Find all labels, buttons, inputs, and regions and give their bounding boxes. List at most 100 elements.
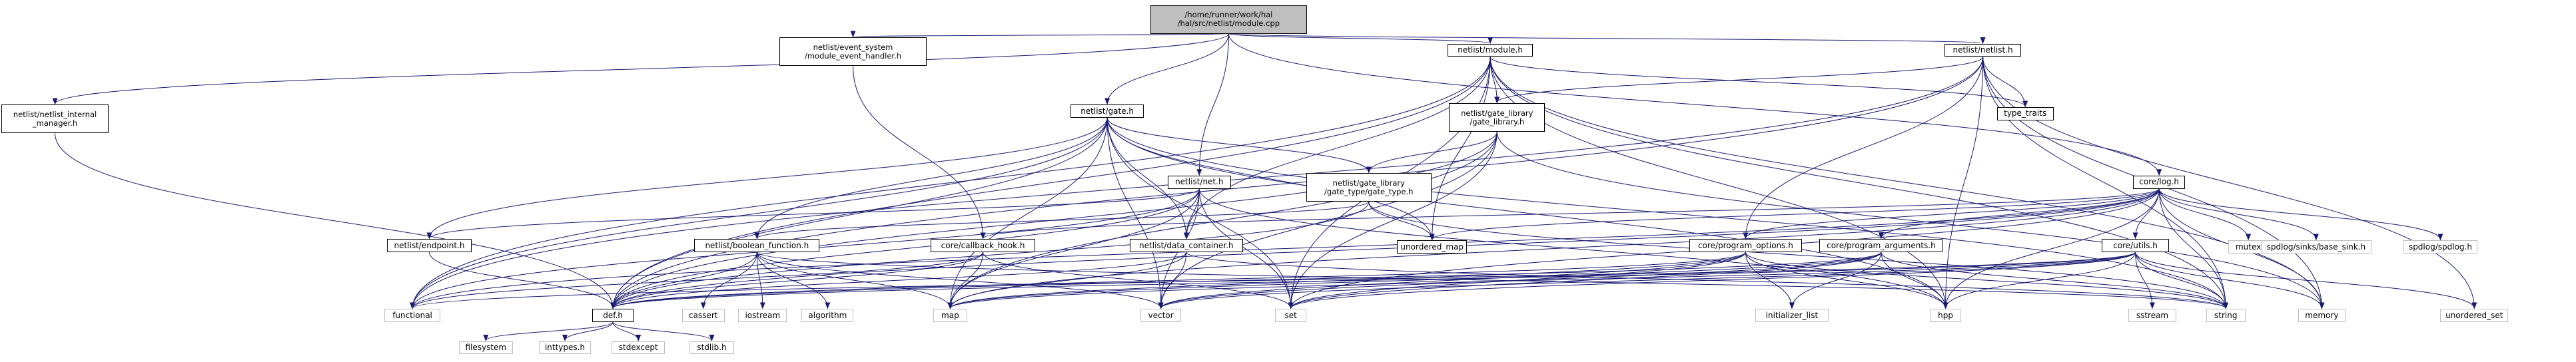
node-spdlog[interactable]: spdlog/spdlog.h bbox=[2403, 240, 2477, 254]
node-net[interactable]: netlist/net.h bbox=[1167, 176, 1231, 189]
edge-module-to-data-container bbox=[1183, 57, 1491, 240]
edge-utils-to-sstream bbox=[2135, 252, 2155, 309]
node-sstream[interactable]: sstream bbox=[2128, 309, 2176, 322]
node-data-container[interactable]: netlist/data_container.h bbox=[1130, 239, 1243, 252]
edge-module-to-type-traits bbox=[1490, 57, 2028, 108]
edge-utils-to-vector bbox=[1158, 252, 2136, 309]
edge-root-to-gate bbox=[1104, 33, 1229, 105]
edge-gate-to-endpoint bbox=[426, 117, 1108, 240]
edge-callback-hook-to-set bbox=[983, 252, 1294, 309]
node-gate[interactable]: netlist/gate.h bbox=[1071, 104, 1144, 118]
node-inttypes[interactable]: inttypes.h bbox=[539, 341, 592, 355]
edge-netlist-to-def bbox=[610, 57, 1984, 309]
edge-program-arguments-to-initializer-list bbox=[1789, 252, 1882, 309]
node-program-options[interactable]: core/program_options.h bbox=[1689, 239, 1803, 252]
node-endpoint[interactable]: netlist/endpoint.h bbox=[386, 239, 472, 252]
edge-def-to-inttypes bbox=[562, 321, 614, 341]
edge-log-to-program-options bbox=[1743, 188, 2160, 240]
edge-def-to-stdexcept bbox=[612, 321, 642, 341]
node-unordered-map[interactable]: unordered_map bbox=[1397, 240, 1468, 254]
edge-gate-library-to-vector bbox=[1158, 132, 1498, 309]
edge-callback-hook-to-def bbox=[610, 252, 984, 309]
node-gate-library[interactable]: netlist/gate_library /gate_library.h bbox=[1449, 103, 1545, 132]
node-def[interactable]: def.h bbox=[592, 309, 634, 322]
edge-net-to-set bbox=[1198, 188, 1294, 309]
edge-root-to-net bbox=[1196, 33, 1229, 176]
edge-internal-manager-to-def bbox=[55, 133, 616, 309]
node-memory[interactable]: memory bbox=[2298, 309, 2346, 322]
node-log[interactable]: core/log.h bbox=[2133, 176, 2186, 189]
edge-log-to-def bbox=[610, 188, 2160, 309]
node-netlist[interactable]: netlist/netlist.h bbox=[1944, 44, 2022, 57]
edge-gate-library-to-gate-type bbox=[1366, 132, 1498, 174]
edge-gate-type-to-unordered-map bbox=[1368, 202, 1435, 241]
edge-net-to-map bbox=[947, 188, 1200, 309]
node-string[interactable]: string bbox=[2206, 309, 2246, 322]
edge-gate-library-to-memory bbox=[1496, 132, 2325, 309]
node-program-arguments[interactable]: core/program_arguments.h bbox=[1819, 239, 1943, 252]
edge-boolean-function-to-algorithm bbox=[756, 252, 831, 309]
edge-log-to-base-sink bbox=[2158, 188, 2319, 241]
node-base-sink[interactable]: spdlog/sinks/base_sink.h bbox=[2260, 240, 2371, 254]
edge-log-to-unordered-map bbox=[1430, 188, 2160, 241]
edge-module-to-string bbox=[1490, 57, 2229, 309]
edge-net-to-def bbox=[610, 188, 1200, 309]
node-module[interactable]: netlist/module.h bbox=[1448, 44, 1533, 57]
edge-gate-to-functional bbox=[410, 117, 1108, 309]
edge-program-arguments-to-string bbox=[1881, 252, 2229, 309]
node-set[interactable]: set bbox=[1274, 309, 1307, 322]
node-gate-type[interactable]: netlist/gate_library /gate_type/gate_typ… bbox=[1306, 173, 1432, 202]
edge-utils-to-set bbox=[1288, 252, 2136, 309]
node-filesystem[interactable]: filesystem bbox=[458, 341, 513, 355]
edge-net-to-endpoint bbox=[426, 188, 1200, 240]
node-callback-hook[interactable]: core/callback_hook.h bbox=[930, 239, 1036, 252]
edge-netlist-to-string bbox=[1982, 57, 2229, 309]
node-iostream[interactable]: iostream bbox=[738, 309, 787, 322]
edge-module-to-functional bbox=[410, 57, 1491, 309]
node-root[interactable]: /home/runner/work/hal /hal/src/netlist/m… bbox=[1150, 5, 1308, 34]
edge-utils-to-memory bbox=[2135, 252, 2325, 309]
edge-event-handler-to-callback-hook bbox=[853, 66, 986, 240]
node-vector[interactable]: vector bbox=[1140, 309, 1182, 322]
node-utils[interactable]: core/utils.h bbox=[2101, 239, 2170, 252]
node-boolean-function[interactable]: netlist/boolean_function.h bbox=[694, 239, 820, 252]
edge-def-to-stdlib bbox=[612, 321, 715, 341]
edge-utils-to-functional bbox=[410, 252, 2136, 309]
edge-log-to-functional bbox=[410, 188, 2160, 309]
edge-program-arguments-to-set bbox=[1288, 252, 1882, 309]
node-functional[interactable]: functional bbox=[384, 309, 441, 322]
node-cassert[interactable]: cassert bbox=[681, 309, 725, 322]
node-unordered-set[interactable]: unordered_set bbox=[2440, 309, 2509, 322]
node-stdexcept[interactable]: stdexcept bbox=[612, 341, 665, 355]
edge-utils-to-unordered-set bbox=[2135, 252, 2477, 309]
node-map[interactable]: map bbox=[933, 309, 967, 322]
edge-root-to-event-handler bbox=[851, 30, 1229, 38]
edge-netlist-to-unordered-set bbox=[1982, 57, 2477, 309]
edge-gate-type-to-string bbox=[1368, 202, 2229, 309]
edge-data-container-to-def bbox=[610, 252, 1187, 309]
edge-module-to-unordered-map bbox=[1429, 57, 1491, 241]
edge-gate-to-string bbox=[1106, 117, 2229, 309]
node-stdlib[interactable]: stdlib.h bbox=[689, 341, 735, 355]
edge-data-container-to-map bbox=[947, 252, 1187, 309]
node-hpp[interactable]: hpp bbox=[1929, 309, 1962, 322]
edge-callback-hook-to-functional bbox=[410, 252, 984, 309]
node-initializer-list[interactable]: initializer_list bbox=[1755, 309, 1829, 322]
edge-gate-type-to-def bbox=[610, 202, 1370, 309]
edge-netlist-to-gate-library bbox=[1494, 57, 1984, 104]
edge-def-to-filesystem bbox=[483, 321, 614, 341]
edge-boolean-function-to-def bbox=[610, 252, 757, 309]
edge-utils-to-hpp bbox=[1942, 252, 2136, 309]
edge-program-options-to-hpp bbox=[1745, 252, 1948, 309]
edge-boolean-function-to-map bbox=[756, 252, 953, 309]
edge-root-to-internal-manager bbox=[52, 33, 1229, 105]
node-algorithm[interactable]: algorithm bbox=[801, 309, 854, 322]
node-event-handler[interactable]: netlist/event_system /module_event_handl… bbox=[779, 37, 927, 67]
edge-boolean-function-to-cassert bbox=[700, 252, 757, 309]
edge-boolean-function-to-iostream bbox=[756, 252, 765, 309]
edge-netlist-to-hpp bbox=[1942, 57, 1984, 309]
node-type-traits[interactable]: type_traits bbox=[1996, 107, 2054, 120]
node-internal-manager[interactable]: netlist/netlist_internal _manager.h bbox=[1, 104, 109, 134]
edge-program-arguments-to-vector bbox=[1158, 252, 1882, 309]
edge-program-arguments-to-def bbox=[610, 252, 1882, 309]
